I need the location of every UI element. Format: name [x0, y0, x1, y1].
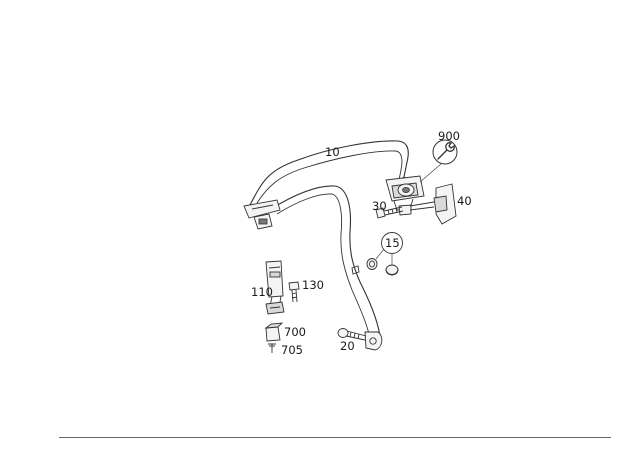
buckle-bolt[interactable] — [288, 281, 300, 303]
part-label-10[interactable]: 10 — [325, 145, 340, 159]
belt-webbing[interactable] — [249, 140, 411, 339]
belt-buckle[interactable] — [265, 260, 285, 315]
buckle-clip[interactable] — [268, 343, 276, 353]
part-label-30[interactable]: 30 — [372, 199, 387, 213]
part-label-110[interactable]: 110 — [251, 285, 273, 299]
part-label-900[interactable]: 900 — [438, 129, 460, 143]
retractor-bolt[interactable] — [375, 206, 404, 219]
wrench-icon — [432, 139, 458, 165]
belt-latch-plate[interactable] — [243, 199, 281, 230]
part-label-700[interactable]: 700 — [284, 325, 306, 339]
buckle-cover[interactable] — [264, 322, 284, 342]
part-label-705[interactable]: 705 — [281, 343, 303, 357]
retractor-cover[interactable] — [409, 183, 457, 225]
part-label-130[interactable]: 130 — [302, 278, 324, 292]
belt-end-anchor[interactable] — [364, 331, 383, 351]
part-label-20[interactable]: 20 — [340, 339, 355, 353]
cover-cap[interactable] — [366, 248, 399, 276]
part-callout-15[interactable]: 15 — [381, 232, 403, 254]
anchor-bolt[interactable] — [337, 328, 367, 341]
footer-divider — [59, 437, 611, 438]
part-label-40[interactable]: 40 — [457, 194, 472, 208]
belt-retractor[interactable] — [385, 175, 425, 216]
part-label-15[interactable]: 15 — [385, 236, 400, 250]
